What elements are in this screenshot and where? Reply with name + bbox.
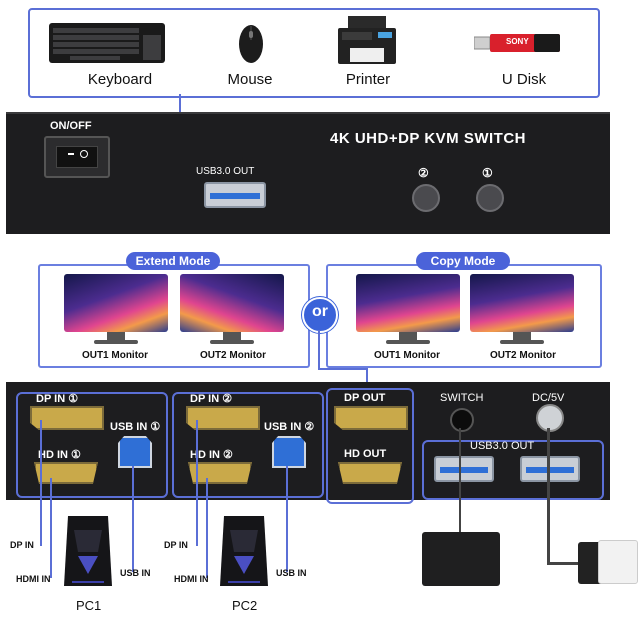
keyboard-icon (48, 22, 166, 64)
dc-jack[interactable] (536, 404, 564, 432)
copy-monitor-2-label: OUT2 Monitor (489, 350, 557, 361)
rear-usb-out-group (422, 440, 604, 500)
dp-out-label: DP OUT (344, 392, 386, 404)
pc1-label: PC1 (76, 598, 102, 613)
power-plug (598, 540, 638, 584)
input-group-1 (16, 392, 168, 498)
button-1-label: ① (482, 166, 493, 180)
pc1-hdmi-cable (50, 478, 52, 578)
pc2-dp-in-label: DP IN (164, 540, 188, 550)
extend-monitor-1-label: OUT1 Monitor (81, 350, 149, 361)
select-button-2[interactable] (412, 184, 440, 212)
usb-in-1-label: USB IN ① (110, 421, 161, 433)
pc2-dp-cable (196, 420, 198, 546)
pc1-tower-icon (62, 512, 114, 590)
output-group (326, 388, 414, 504)
copy-mode-pill: Copy Mode (416, 252, 510, 270)
button-2-label: ② (418, 166, 429, 180)
pc2-tower-icon (218, 512, 270, 590)
mouse-label: Mouse (227, 71, 273, 88)
mode-connector-v2 (366, 368, 368, 388)
dp-in-1-port[interactable] (30, 406, 104, 430)
select-button-1[interactable] (476, 184, 504, 212)
mode-connector-v (318, 330, 320, 370)
usb-in-2-port[interactable] (272, 436, 306, 468)
pc2-label: PC2 (232, 598, 258, 613)
dc-label: DC/5V (532, 392, 565, 404)
hd-in-1-port[interactable] (34, 462, 98, 484)
switch-wire (459, 428, 461, 532)
usb-in-2-label: USB IN ② (264, 421, 315, 433)
hd-in-1-label: HD IN ① (38, 449, 81, 461)
remote-switch[interactable] (422, 532, 500, 586)
pc1-usb-in-label: USB IN (120, 568, 151, 578)
mouse-icon (238, 24, 264, 64)
extend-monitor-2-label: OUT2 Monitor (199, 350, 267, 361)
rear-usb-out-port-2[interactable] (520, 456, 580, 482)
keyboard-label: Keyboard (87, 71, 153, 88)
monitor-extend-1 (64, 274, 168, 344)
pc2-usb-in-label: USB IN (276, 568, 307, 578)
switch-jack[interactable] (450, 408, 474, 432)
extend-mode-pill: Extend Mode (126, 252, 220, 270)
hd-out-port[interactable] (338, 462, 402, 484)
monitor-copy-1 (356, 274, 460, 344)
pc1-hdmi-in-label: HDMI IN (16, 574, 51, 584)
u-disk-icon (473, 32, 566, 54)
monitor-extend-2 (180, 274, 284, 344)
dp-out-port[interactable] (334, 406, 408, 430)
u-disk-label: U Disk (501, 71, 547, 88)
input-group-2 (172, 392, 324, 498)
dc-wire (547, 428, 550, 564)
dc-wire-h (547, 562, 579, 565)
copy-monitor-1-label: OUT1 Monitor (373, 350, 441, 361)
usb-out-label: USB3.0 OUT (196, 166, 255, 177)
usb-in-1-port[interactable] (118, 436, 152, 468)
product-title: 4K UHD+DP KVM SWITCH (330, 130, 526, 147)
printer-icon (334, 14, 400, 68)
dp-in-2-label: DP IN ② (190, 393, 233, 405)
or-badge (302, 297, 338, 333)
pc1-dp-cable (40, 420, 42, 546)
switch-label: SWITCH (440, 392, 484, 404)
pc2-usb-cable (286, 466, 288, 572)
power-label: ON/OFF (50, 120, 92, 132)
dp-in-1-label: DP IN ① (36, 393, 79, 405)
power-switch[interactable] (44, 136, 110, 178)
or-label: or (312, 303, 328, 320)
hd-out-label: HD OUT (344, 448, 387, 460)
pc2-hdmi-in-label: HDMI IN (174, 574, 209, 584)
hd-in-2-label: HD IN ② (190, 449, 233, 461)
printer-label: Printer (345, 71, 391, 88)
u-disk-brand: SONY (506, 37, 529, 46)
pc1-dp-in-label: DP IN (10, 540, 34, 550)
usb-out-port[interactable] (204, 182, 266, 208)
mode-connector-h (318, 368, 368, 370)
pc2-hdmi-cable (206, 478, 208, 578)
dp-in-2-port[interactable] (186, 406, 260, 430)
rear-usb-out-port-1[interactable] (434, 456, 494, 482)
pc1-usb-cable (132, 466, 134, 572)
monitor-copy-2 (470, 274, 574, 344)
rear-usb-out-label: USB3.0 OUT (470, 440, 535, 452)
